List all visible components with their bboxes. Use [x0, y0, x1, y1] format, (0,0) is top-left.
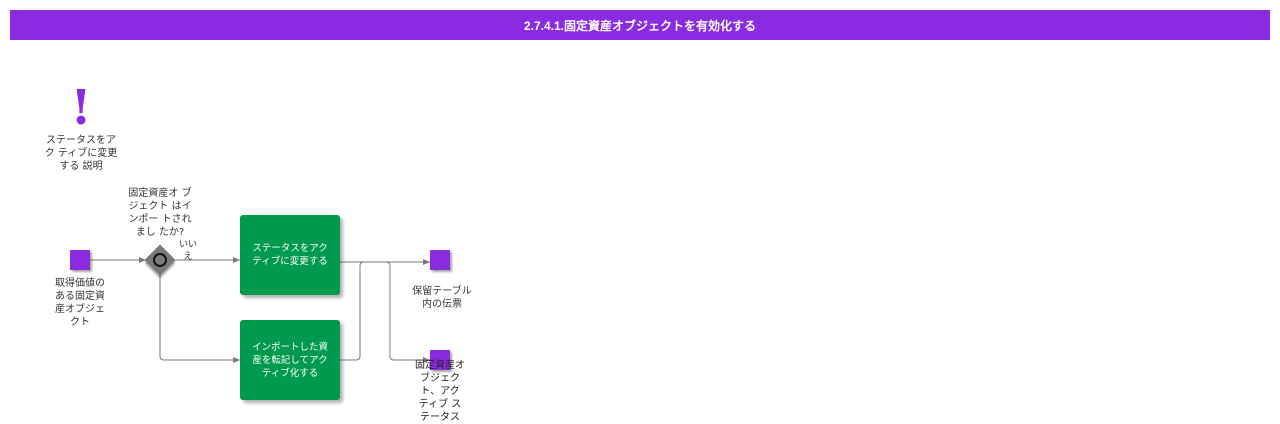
end-event-active-status[interactable] [430, 350, 450, 370]
gateway-question-label: 固定資産オ ブ ジェクト はイ ンポー トされ まし たか? [128, 188, 192, 238]
flow-to-active-status [385, 261, 430, 363]
gateway-no-label: いい え [178, 240, 197, 262]
task-post-imported-assets[interactable]: インポートした資 産を転記してアク ティブ化する [240, 320, 340, 400]
gateway-circle-icon [153, 253, 167, 267]
start-event-label: 取得価値の ある固定資 産オブジェ クト [55, 278, 105, 328]
flow-gateway-to-import [159, 274, 240, 363]
end-event-active-status-label: 固定資産オ ブジェク ト、アク ティブ ス テータス [415, 360, 465, 423]
task-change-status-active[interactable]: ステータスをアク ティブに変更する [240, 215, 340, 295]
end-event-hold-table[interactable] [430, 250, 450, 270]
flow-import-to-hold [340, 261, 380, 361]
diagram-title: 2.7.4.1.固定資産オブジェクトを有効化する [10, 10, 1270, 40]
start-event[interactable] [70, 250, 90, 270]
exclamation-icon: ! [70, 80, 92, 136]
annotation-label: ステータスをア ク ティブに変更 する 説明 [44, 135, 118, 172]
end-event-hold-table-label: 保留テーブル 内の伝票 [412, 286, 472, 310]
